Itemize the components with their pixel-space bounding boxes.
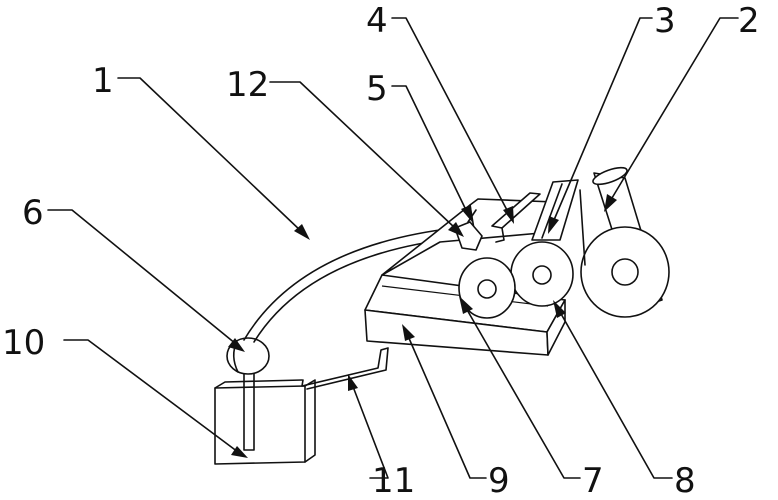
front-roller xyxy=(458,257,516,319)
callout-10: 10 xyxy=(2,323,45,363)
guide-plate xyxy=(491,192,541,243)
callout-9: 9 xyxy=(488,461,510,500)
callout-12: 12 xyxy=(226,65,269,105)
callout-7: 7 xyxy=(582,461,604,500)
middle-roller xyxy=(510,241,574,307)
leader-lines xyxy=(47,17,739,479)
callout-6: 6 xyxy=(22,193,44,233)
callout-4: 4 xyxy=(366,1,388,41)
scraper-blade xyxy=(531,179,579,241)
large-roller xyxy=(579,166,670,318)
callout-labels: 1 2 3 4 5 6 7 8 9 10 11 12 xyxy=(2,1,760,500)
callout-3: 3 xyxy=(654,1,676,41)
callout-8: 8 xyxy=(674,461,696,500)
callout-11: 11 xyxy=(372,461,415,500)
drain-channel xyxy=(301,347,389,390)
spray-nozzle xyxy=(454,209,483,251)
callout-2: 2 xyxy=(738,1,760,41)
tank xyxy=(214,371,316,465)
callout-5: 5 xyxy=(366,69,388,109)
callout-1: 1 xyxy=(92,61,114,101)
